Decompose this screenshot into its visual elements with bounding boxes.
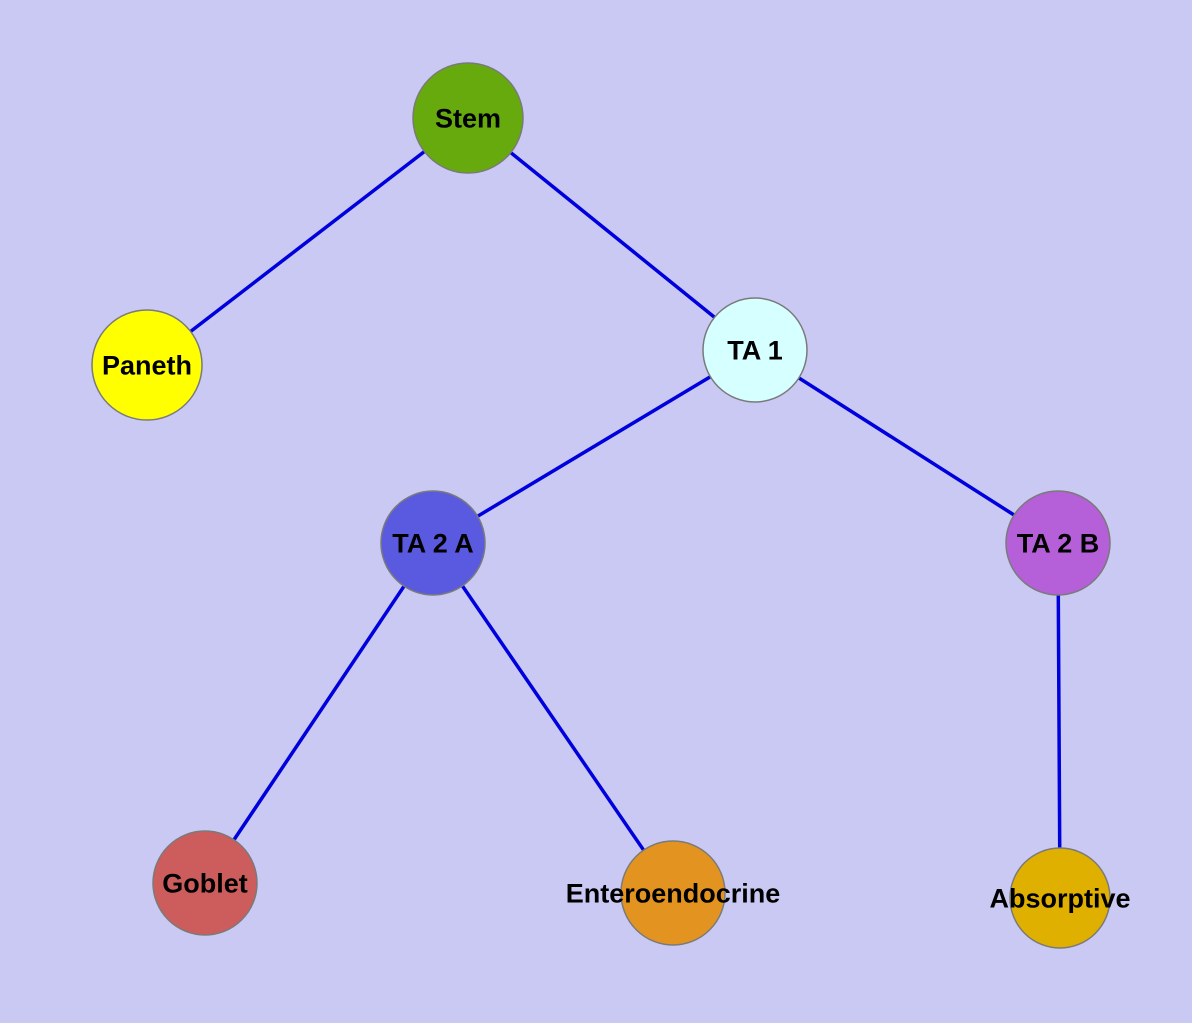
node-circle-stem[interactable] <box>412 62 524 174</box>
node-label-ta1: TA 1 <box>727 335 783 365</box>
node-ta1[interactable]: TA 1 <box>702 297 808 403</box>
node-circle-ta2a[interactable] <box>380 490 486 596</box>
node-label-absorptive: Absorptive <box>989 883 1130 913</box>
node-circle-goblet[interactable] <box>152 830 258 936</box>
node-label-stem: Stem <box>435 103 501 133</box>
node-label-ta2a: TA 2 A <box>392 528 474 558</box>
node-label-paneth: Paneth <box>102 350 192 380</box>
edge-ta2a-enteroendocrine <box>431 541 675 895</box>
node-circle-ta2b[interactable] <box>1005 490 1111 596</box>
node-absorptive[interactable]: Absorptive <box>989 847 1131 949</box>
node-label-enteroendocrine: Enteroendocrine <box>566 878 781 908</box>
node-circle-absorptive[interactable] <box>1009 847 1111 949</box>
node-circle-paneth[interactable] <box>91 309 203 421</box>
node-label-ta2b: TA 2 B <box>1017 528 1100 558</box>
edges-layer <box>145 116 1062 900</box>
edge-stem-ta1 <box>466 116 757 352</box>
edge-ta1-ta2b <box>753 348 1060 545</box>
edge-ta2b-absorptive <box>1056 541 1062 900</box>
node-ta2b[interactable]: TA 2 B <box>1005 490 1111 596</box>
node-circle-ta1[interactable] <box>702 297 808 403</box>
edge-ta1-ta2a <box>431 348 757 545</box>
node-goblet[interactable]: Goblet <box>152 830 258 936</box>
node-ta2a[interactable]: TA 2 A <box>380 490 486 596</box>
edge-ta2a-goblet <box>203 541 435 885</box>
node-enteroendocrine[interactable]: Enteroendocrine <box>566 840 781 946</box>
node-circle-enteroendocrine[interactable] <box>620 840 726 946</box>
node-paneth[interactable]: Paneth <box>91 309 203 421</box>
node-label-goblet: Goblet <box>162 868 248 898</box>
node-stem[interactable]: Stem <box>412 62 524 174</box>
edge-stem-paneth <box>145 116 470 367</box>
